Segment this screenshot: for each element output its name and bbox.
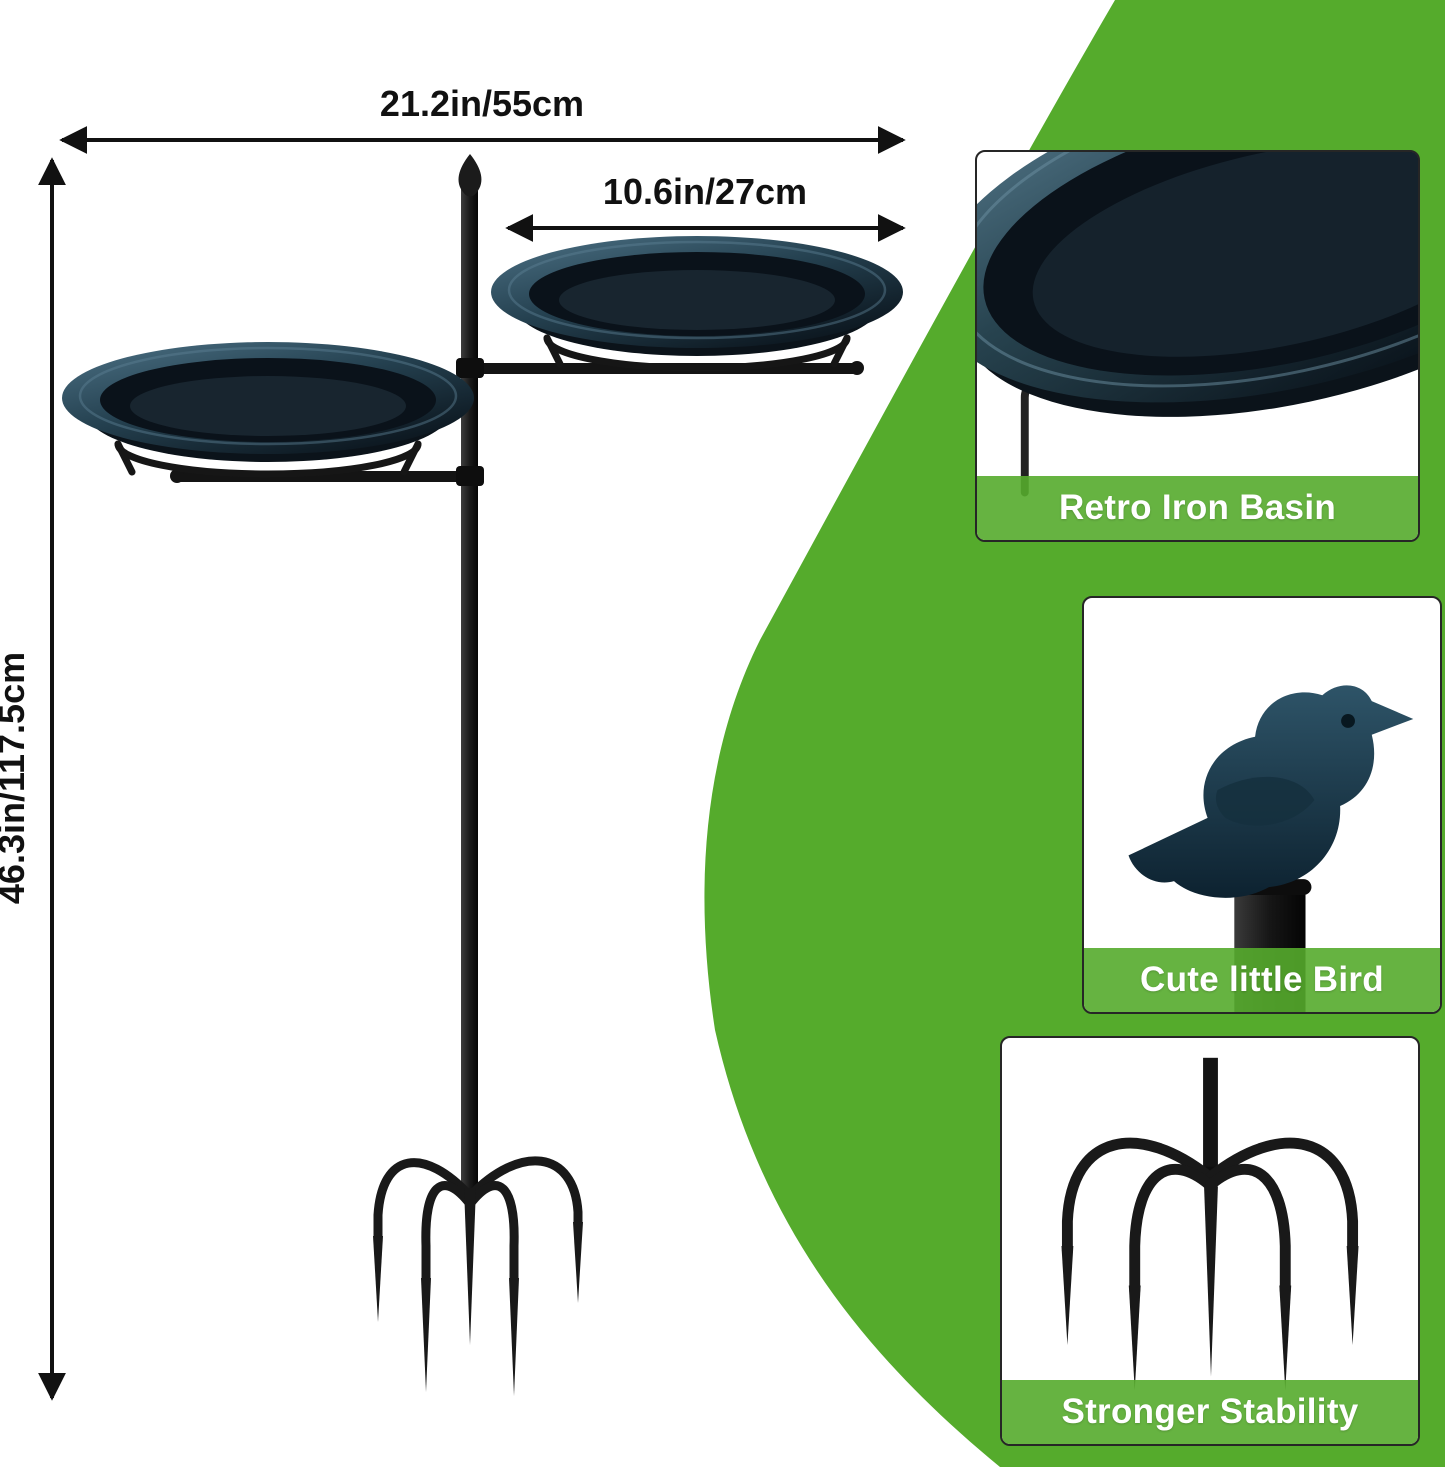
callout-label-stronger-stability: Stronger Stability bbox=[1002, 1380, 1418, 1444]
callout-label-text: Stronger Stability bbox=[1061, 1392, 1359, 1431]
prong-arms bbox=[1061, 1137, 1359, 1296]
callout-cute-little-bird: Cute little Bird bbox=[1082, 596, 1442, 1014]
pole-stub bbox=[1203, 1057, 1218, 1175]
stake-base bbox=[373, 1156, 583, 1287]
dimension-label-height: 46.3in/117.5cm bbox=[0, 652, 32, 904]
left-arm-end-knob bbox=[170, 469, 184, 483]
basin-closeup-image bbox=[977, 152, 1418, 497]
right-arm-collar bbox=[456, 358, 484, 378]
bird-eye bbox=[1341, 714, 1355, 728]
right-basin-holder bbox=[543, 334, 851, 372]
dimension-label-arm-width: 10.6in/27cm bbox=[603, 171, 807, 212]
basin-rim-closeup bbox=[977, 152, 1418, 417]
prong-spikes bbox=[1061, 1186, 1359, 1391]
dimension-label-total-width: 21.2in/55cm bbox=[380, 83, 584, 124]
left-arm-collar bbox=[456, 466, 484, 486]
stand-pole bbox=[461, 186, 478, 1194]
callout-stronger-stability: Stronger Stability bbox=[1000, 1036, 1420, 1446]
bird-wing bbox=[1215, 776, 1315, 826]
left-basin-holder bbox=[114, 440, 422, 478]
right-arm-end-knob bbox=[850, 361, 864, 375]
bird-bath-stand-illustration bbox=[60, 154, 905, 1396]
stake-spikes bbox=[373, 1188, 583, 1396]
callout-label-text: Cute little Bird bbox=[1140, 960, 1384, 999]
stake-closeup-image bbox=[1061, 1057, 1359, 1391]
callout-label-retro-iron-basin: Retro Iron Basin bbox=[977, 476, 1418, 540]
bird-figurine bbox=[1128, 685, 1414, 898]
callout-label-cute-little-bird: Cute little Bird bbox=[1084, 948, 1440, 1012]
left-basin bbox=[60, 340, 476, 464]
callout-retro-iron-basin: Retro Iron Basin bbox=[975, 150, 1420, 542]
right-basin bbox=[489, 234, 905, 358]
bird-finial bbox=[458, 154, 482, 197]
callout-label-text: Retro Iron Basin bbox=[1058, 488, 1337, 527]
